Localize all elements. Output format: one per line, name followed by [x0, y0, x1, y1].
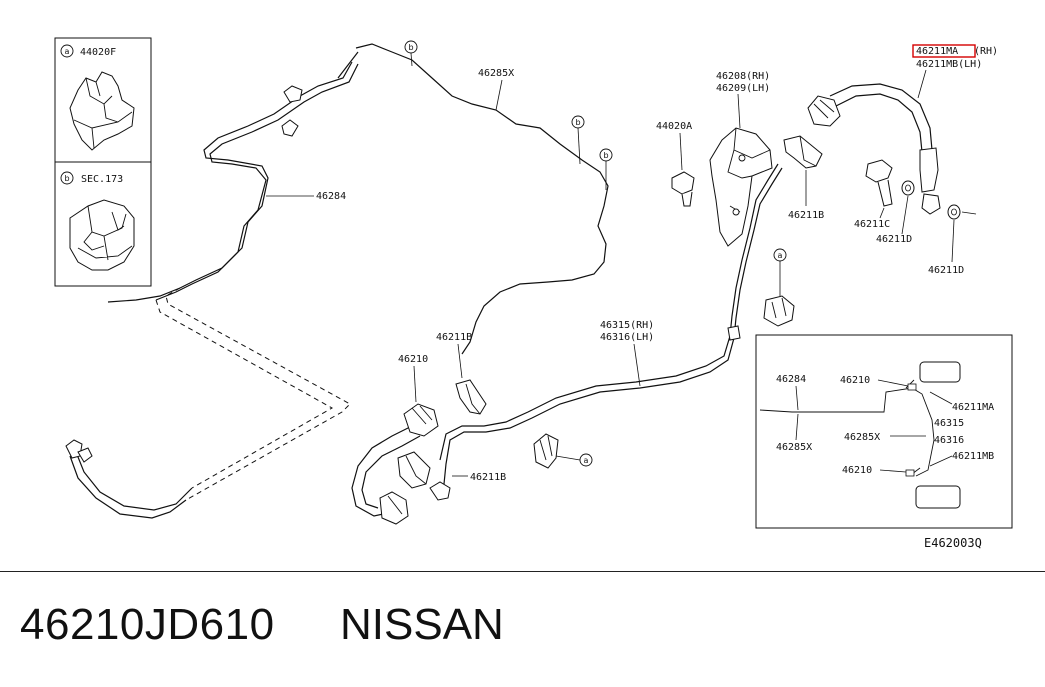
label-46211ma: 46211MA	[916, 46, 958, 57]
clip-44020f-drawing	[69, 71, 135, 151]
bracket-46208	[709, 127, 773, 247]
svg-text:b: b	[604, 151, 609, 160]
callout-b-3: b	[599, 148, 613, 190]
label-46316: 46316(LH)	[600, 332, 654, 343]
label-46209: 46209(LH)	[716, 83, 770, 94]
wheel-rear-left	[915, 485, 961, 509]
ov-label-46210-top: 46210	[840, 375, 870, 386]
floor-panel-outline	[337, 43, 609, 355]
vehicle-overview-inset: 46284 46285X 46210 46211MA 46315 46285X …	[755, 334, 1013, 529]
callout-b-2: b	[571, 115, 585, 165]
callout-a-2: a	[555, 453, 593, 467]
label-46315: 46315(RH)	[600, 320, 654, 331]
ov-label-46285x-mid: 46285X	[844, 432, 880, 443]
bolt-44020a	[671, 171, 695, 207]
callout-b-1: b	[404, 40, 418, 67]
inset-a-marker: a	[60, 44, 74, 58]
callout-a-1: a	[773, 248, 787, 296]
brake-line-diagram: a 44020F b SEC.173	[54, 37, 1013, 550]
clip-46211b-top	[783, 135, 823, 206]
ov-label-46210-bot: 46210	[842, 465, 872, 476]
label-46284: 46284	[316, 191, 346, 202]
washer-46211d-a	[901, 180, 915, 196]
label-46211d-b: 46211D	[928, 265, 964, 276]
brake-hose-46210	[351, 403, 451, 525]
inset-b-marker: b	[60, 171, 74, 185]
label-46211mb: 46211MB(LH)	[916, 59, 982, 70]
label-44020a: 44020A	[656, 121, 692, 132]
label-46211ma-suffix: (RH)	[974, 46, 998, 57]
label-46208: 46208(RH)	[716, 71, 770, 82]
svg-text:a: a	[65, 47, 70, 56]
label-46211d-a: 46211D	[876, 234, 912, 245]
svg-text:a: a	[584, 456, 589, 465]
clip-bracket-a-center	[533, 433, 559, 469]
label-46211b-low: 46211B	[470, 472, 506, 483]
clip-bracket-a-right	[763, 295, 795, 327]
ov-label-46316: 46316	[934, 435, 964, 446]
brake-hose-46211ma	[807, 83, 941, 215]
inset-a-code: 44020F	[80, 47, 116, 58]
label-46211b-mid: 46211B	[436, 332, 472, 343]
ov-label-46284: 46284	[776, 374, 806, 385]
clip-46211b-low	[397, 451, 431, 489]
label-46211b-top: 46211B	[788, 210, 824, 221]
clip-46211b-mid	[455, 379, 487, 415]
brand-name: NISSAN	[340, 600, 504, 649]
ov-label-46211mb: 46211MB	[952, 451, 994, 462]
highlight-46211ma	[912, 44, 976, 58]
brake-tube-46315	[439, 163, 783, 485]
ov-label-46315: 46315	[934, 418, 964, 429]
wheel-front-left	[919, 361, 961, 383]
label-46211c: 46211C	[854, 219, 890, 230]
ov-label-46285x: 46285X	[776, 442, 812, 453]
inset-b-code: SEC.173	[81, 174, 123, 185]
svg-text:b: b	[576, 118, 581, 127]
clip-sec173-drawing	[69, 199, 135, 271]
svg-text:a: a	[778, 251, 783, 260]
title-bar	[0, 571, 1045, 687]
bolt-46211c	[865, 159, 893, 207]
label-46210: 46210	[398, 354, 428, 365]
label-46285x: 46285X	[478, 68, 514, 79]
figure-code: E462003Q	[924, 536, 982, 550]
washer-46211d-b	[947, 204, 977, 220]
brake-tube-46284	[65, 61, 359, 519]
svg-text:b: b	[409, 43, 414, 52]
inset-panel: a 44020F b SEC.173	[54, 37, 152, 287]
svg-text:b: b	[65, 174, 70, 183]
part-number: 46210JD610	[20, 600, 275, 649]
ov-label-46211ma: 46211MA	[952, 402, 994, 413]
